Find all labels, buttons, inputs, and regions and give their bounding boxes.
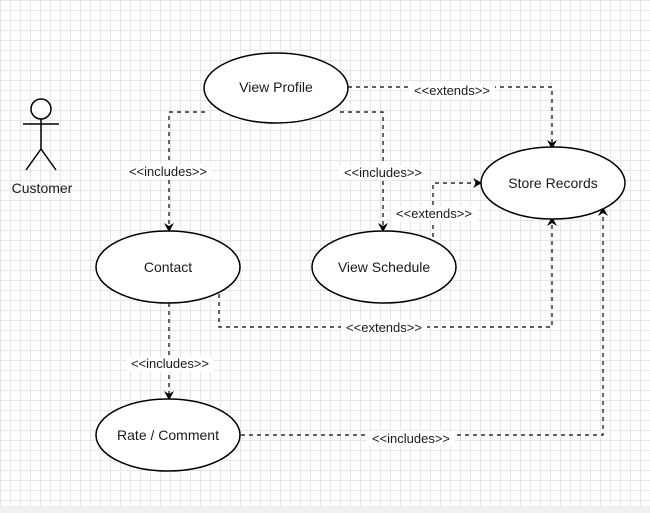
relation-label-rate-records: <<includes>> [372, 431, 450, 446]
use-case-rate-comment[interactable]: Rate / Comment [95, 398, 241, 472]
use-case-store-records[interactable]: Store Records [480, 146, 626, 220]
actor-left-leg [25, 148, 42, 171]
use-case-label-view-schedule: View Schedule [338, 259, 431, 275]
relation-label-contact-rate: <<includes>> [131, 356, 209, 371]
label-bg-profile-contact [124, 164, 212, 179]
label-bg-schedule-records [391, 206, 477, 221]
relation-label-contact-records: <<extends>> [346, 320, 422, 335]
relation-label-profile-contact: <<includes>> [129, 164, 207, 179]
actor-right-leg [40, 148, 57, 171]
label-bg-rate-records [367, 431, 455, 446]
actor-label: Customer [12, 180, 73, 196]
connector-profile-contact[interactable] [164, 111, 205, 232]
use-case-contact[interactable]: Contact [95, 230, 241, 304]
use-case-view-schedule[interactable]: View Schedule [311, 230, 457, 304]
connector-contact-records[interactable] [218, 217, 557, 328]
use-case-label-rate-comment: Rate / Comment [117, 427, 219, 443]
use-case-label-store-records: Store Records [508, 175, 597, 191]
label-bg-profile-records [409, 83, 495, 98]
use-case-label-contact: Contact [144, 259, 192, 275]
connector-rate-records[interactable] [241, 207, 608, 436]
actor-head [30, 98, 52, 120]
use-case-label-view-profile: View Profile [239, 79, 313, 95]
relation-label-profile-records: <<extends>> [414, 83, 490, 98]
relation-label-schedule-records: <<extends>> [396, 206, 472, 221]
label-bg-profile-schedule [339, 165, 427, 180]
label-bg-contact-records [341, 320, 427, 335]
actor-customer[interactable]: Customer [12, 98, 73, 196]
label-bg-contact-rate [126, 356, 214, 371]
relation-label-profile-schedule: <<includes>> [344, 165, 422, 180]
bottom-strip [0, 506, 650, 513]
use-case-view-profile[interactable]: View Profile [203, 52, 349, 124]
connector-profile-schedule[interactable] [340, 111, 388, 232]
